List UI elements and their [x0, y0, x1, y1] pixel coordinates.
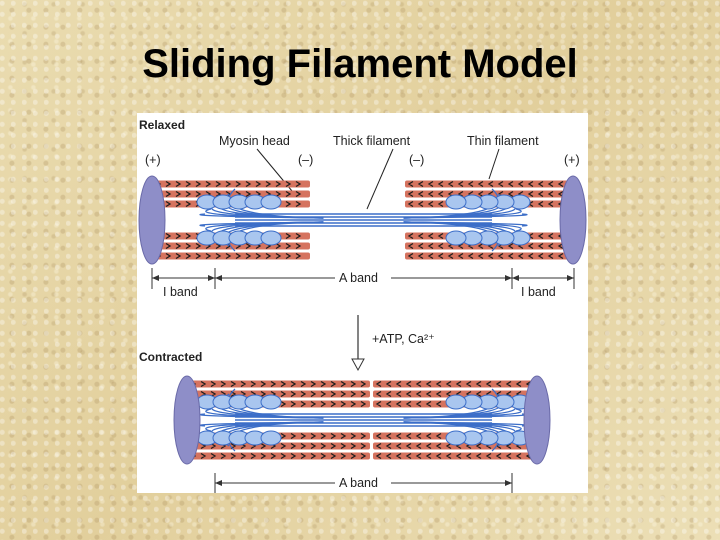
polarity-arrows [407, 190, 564, 198]
myosin-head [260, 194, 282, 210]
label-mask [335, 270, 391, 286]
a-band-label-contracted: A band [339, 476, 378, 490]
z-disc [138, 175, 166, 265]
myosin-head [445, 230, 467, 246]
myosin-head-label: Myosin head [219, 134, 290, 148]
atp-label: +ATP, Ca²⁺ [372, 332, 435, 346]
thin-filament-label: Thin filament [467, 134, 539, 148]
diagram-svg: Relaxed Myosin head Thick filament Thin … [138, 118, 587, 493]
thick-filament [228, 388, 324, 419]
z-disc [523, 375, 551, 465]
relaxed-sarcomere [138, 175, 587, 265]
plus-right-label: (+) [564, 153, 580, 167]
polarity-arrows [375, 380, 532, 388]
a-band-label-relaxed: A band [339, 271, 378, 285]
polarity-arrows [407, 252, 564, 260]
label-mask [335, 475, 391, 491]
myosin-head [445, 394, 467, 410]
slide-title: Sliding Filament Model [142, 42, 578, 86]
thin-filament [373, 380, 537, 388]
thick-filament [403, 188, 499, 219]
thick-filament-pointer [366, 148, 394, 210]
contracted-sarcomere [173, 375, 551, 465]
thin-filament-pointer [488, 148, 500, 180]
thin-filament [373, 390, 537, 398]
myosin-head [445, 430, 467, 446]
thick-filament [403, 388, 499, 419]
thin-filament [373, 452, 537, 460]
myosin-head [260, 230, 282, 246]
thick-filament-label: Thick filament [333, 134, 411, 148]
z-disc [559, 175, 587, 265]
myosin-head [260, 430, 282, 446]
plus-left-label: (+) [145, 153, 161, 167]
thick-filament [228, 188, 324, 219]
sliding-filament-diagram: Relaxed Myosin head Thick filament Thin … [137, 113, 588, 493]
thick-filament [403, 221, 499, 252]
contracted-label: Contracted [139, 350, 202, 364]
minus-left-label: (–) [298, 153, 313, 167]
thick-filament [403, 421, 499, 452]
thick-filament [228, 421, 324, 452]
transition-arrowhead [351, 358, 365, 372]
thin-filament [373, 442, 537, 450]
i-band-label-left: I band [163, 285, 198, 299]
z-disc [173, 375, 201, 465]
i-band-label-right: I band [521, 285, 556, 299]
myosin-head [260, 394, 282, 410]
polarity-arrows [375, 452, 532, 460]
thick-filament [228, 221, 324, 252]
relaxed-label: Relaxed [139, 118, 185, 132]
myosin-head [445, 194, 467, 210]
polarity-arrows [407, 242, 564, 250]
minus-right-label: (–) [409, 153, 424, 167]
polarity-arrows [407, 180, 564, 188]
